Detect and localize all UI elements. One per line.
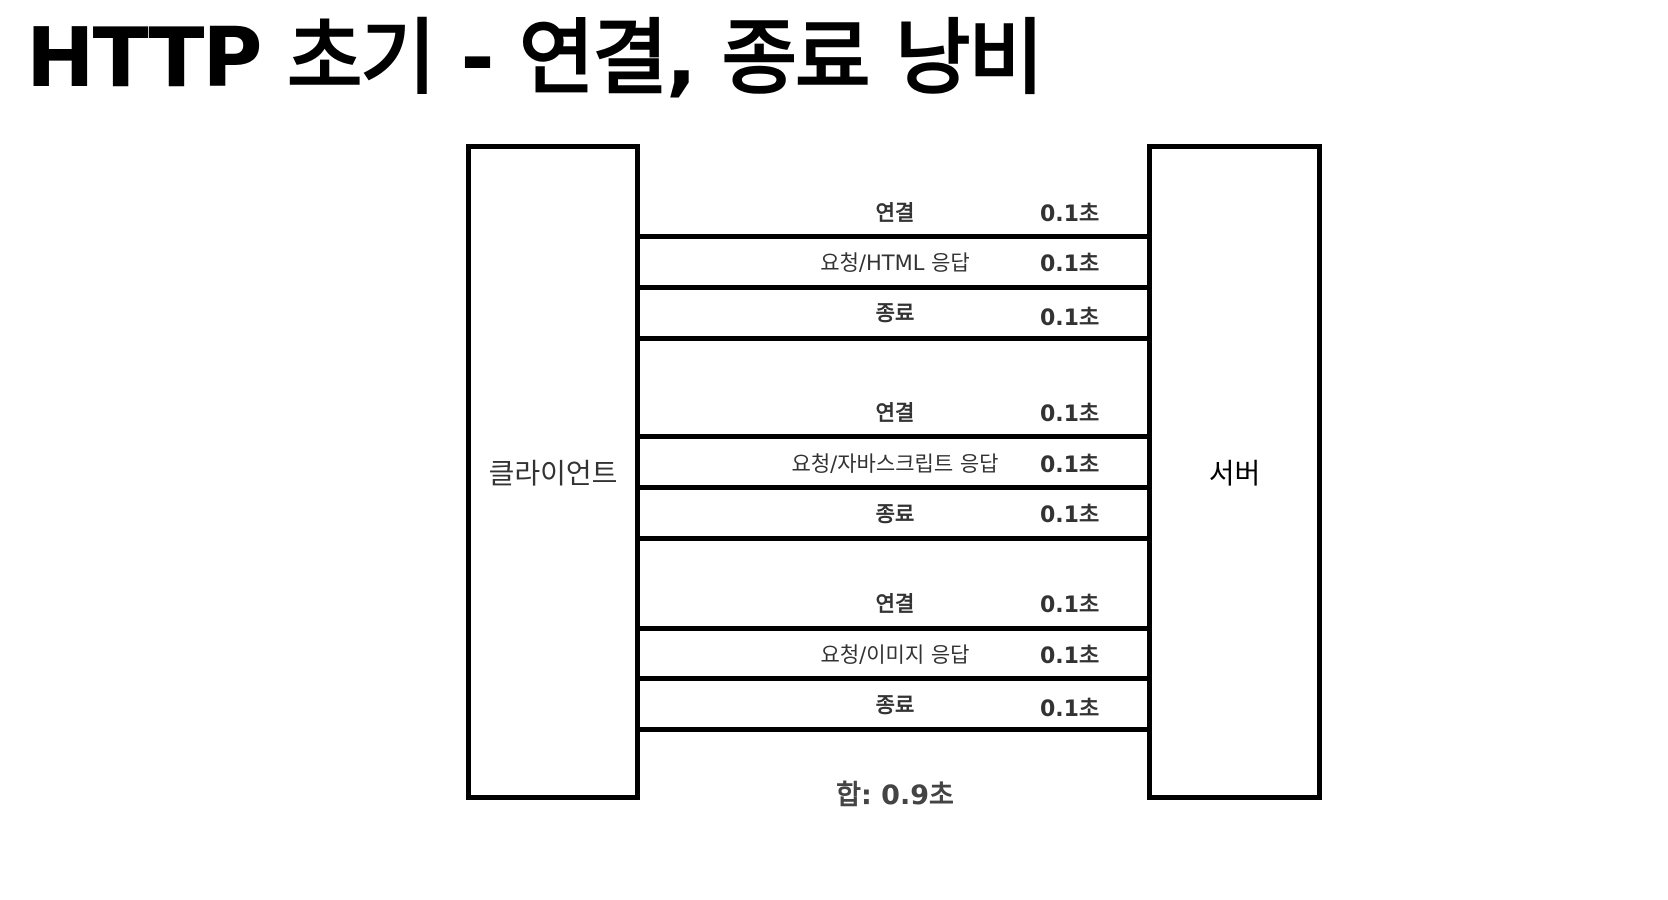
connection-line	[640, 536, 1147, 541]
step-time: 0.1초	[1040, 503, 1100, 528]
connection-line	[640, 234, 1147, 239]
total-time-label: 합: 0.9초	[836, 780, 954, 811]
step-label-close: 종료	[875, 301, 915, 325]
connection-line	[640, 336, 1147, 341]
step-label-close: 종료	[875, 502, 915, 526]
step-label-connect: 연결	[875, 592, 915, 616]
connection-line	[640, 285, 1147, 290]
connection-line	[640, 434, 1147, 439]
step-time: 0.1초	[1040, 697, 1100, 722]
step-time: 0.1초	[1040, 402, 1100, 427]
step-label-request-js: 요청/자바스크립트 응답	[791, 452, 999, 476]
connection-line	[640, 626, 1147, 631]
server-box: 서버	[1147, 144, 1322, 800]
step-label-request-image: 요청/이미지 응답	[820, 643, 970, 667]
step-time: 0.1초	[1040, 644, 1100, 669]
client-label: 클라이언트	[488, 457, 618, 490]
step-time: 0.1초	[1040, 306, 1100, 331]
step-time: 0.1초	[1040, 593, 1100, 618]
step-label-request-html: 요청/HTML 응답	[820, 251, 970, 275]
step-time: 0.1초	[1040, 252, 1100, 277]
step-time: 0.1초	[1040, 453, 1100, 478]
step-label-connect: 연결	[875, 201, 915, 225]
server-label: 서버	[1208, 457, 1261, 490]
step-time: 0.1초	[1040, 202, 1100, 227]
connection-line	[640, 727, 1147, 732]
step-label-close: 종료	[875, 693, 915, 717]
step-label-connect: 연결	[875, 401, 915, 425]
connection-line	[640, 676, 1147, 681]
connection-line	[640, 485, 1147, 490]
page-title: HTTP 초기 - 연결, 종료 낭비	[26, 11, 1044, 106]
client-box: 클라이언트	[466, 144, 640, 800]
